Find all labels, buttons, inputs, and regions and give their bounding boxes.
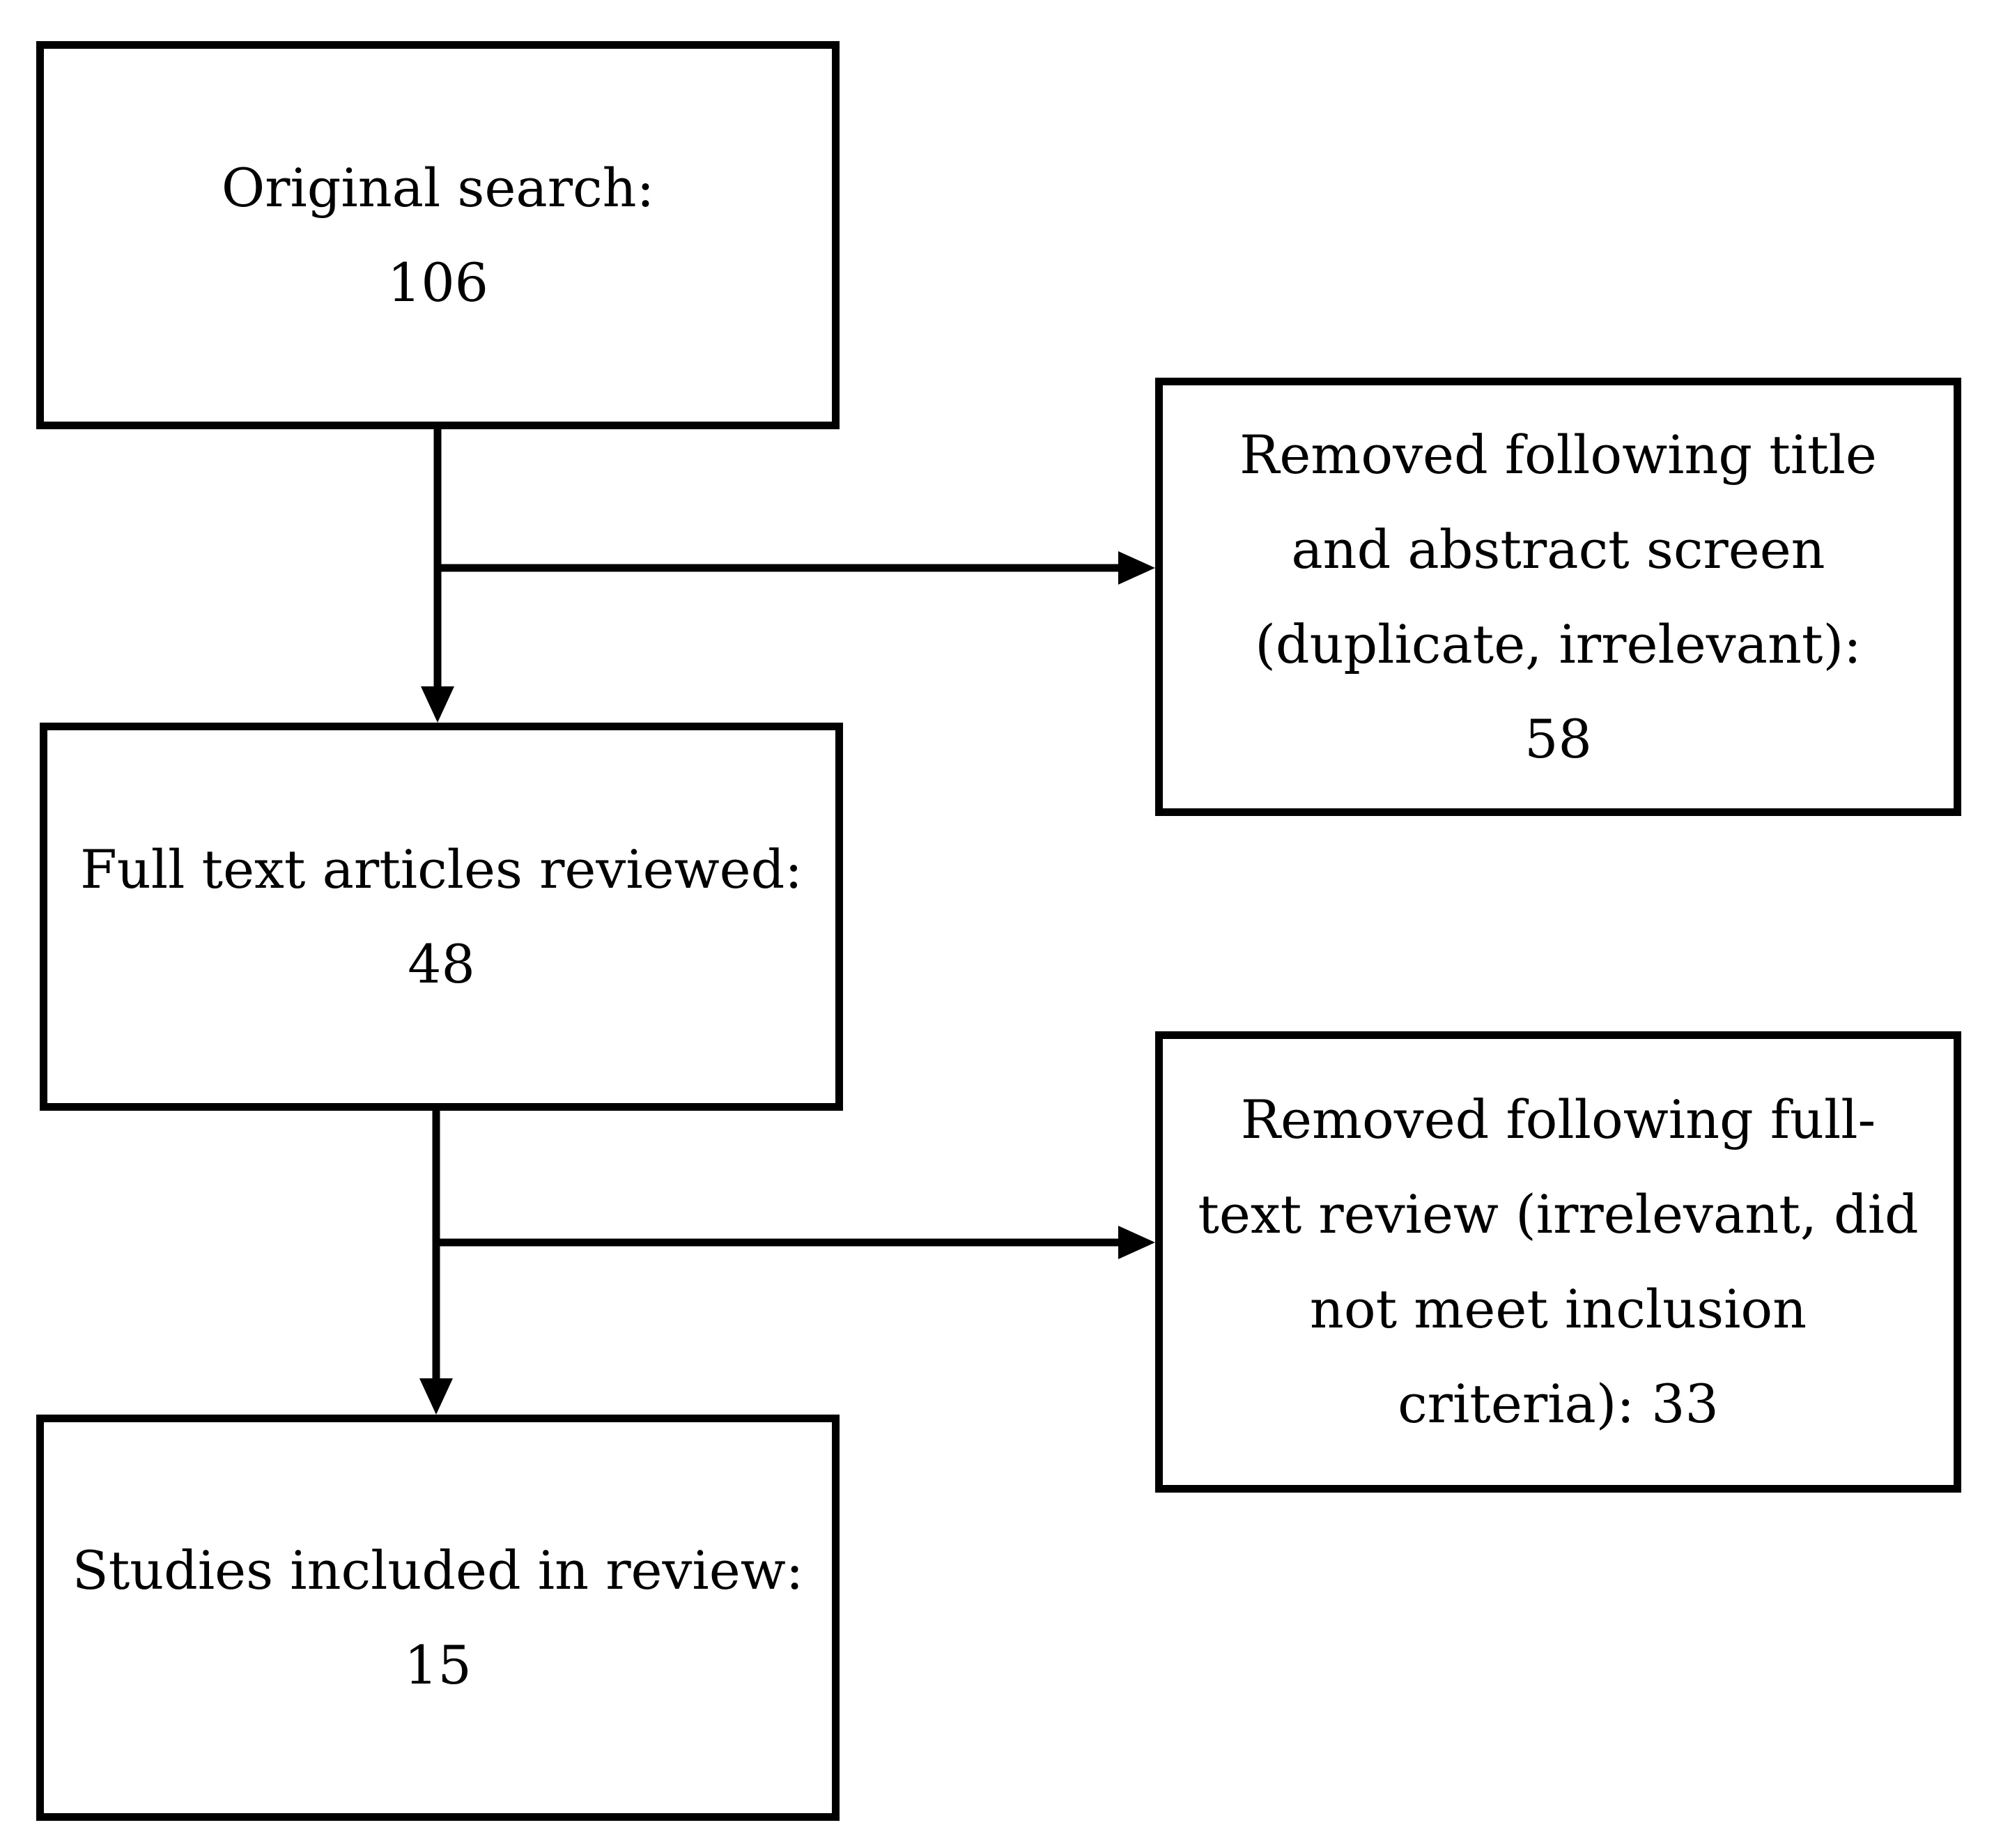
full-text-reviewed-box: Full text articles reviewed: 48: [40, 723, 843, 1111]
original-search-label: Original search:: [221, 156, 655, 219]
removed-title-abstract-line-3: (duplicate, irrelevant):: [1255, 613, 1862, 675]
removed-title-abstract-count: 58: [1524, 707, 1592, 770]
original-search-count: 106: [387, 251, 489, 314]
removed-title-abstract-line-2: and abstract screen: [1291, 518, 1825, 580]
arrowhead-down-fulltext: [421, 686, 454, 723]
studies-included-label: Studies included in review:: [72, 1539, 804, 1601]
full-text-reviewed-count: 48: [408, 932, 475, 995]
studies-included-box: Studies included in review: 15: [36, 1415, 840, 1821]
arrowhead-down-included: [419, 1378, 453, 1415]
original-search-box: Original search: 106: [36, 41, 840, 429]
removed-full-text-line-4: criteria): 33: [1398, 1373, 1719, 1435]
full-text-reviewed-label: Full text articles reviewed:: [80, 838, 803, 900]
removed-title-abstract-line-1: Removed following title: [1239, 423, 1877, 486]
removed-title-abstract-box: Removed following title and abstract scr…: [1155, 378, 1961, 816]
removed-full-text-line-1: Removed following full-: [1240, 1088, 1876, 1150]
studies-included-count: 15: [404, 1633, 472, 1696]
arrowhead-right-removed-title-abstract: [1118, 551, 1155, 585]
removed-full-text-box: Removed following full- text review (irr…: [1155, 1031, 1961, 1493]
removed-full-text-line-2: text review (irrelevant, did: [1198, 1183, 1919, 1245]
removed-full-text-line-3: not meet inclusion: [1309, 1278, 1807, 1340]
arrowhead-right-removed-full-text: [1118, 1226, 1155, 1259]
